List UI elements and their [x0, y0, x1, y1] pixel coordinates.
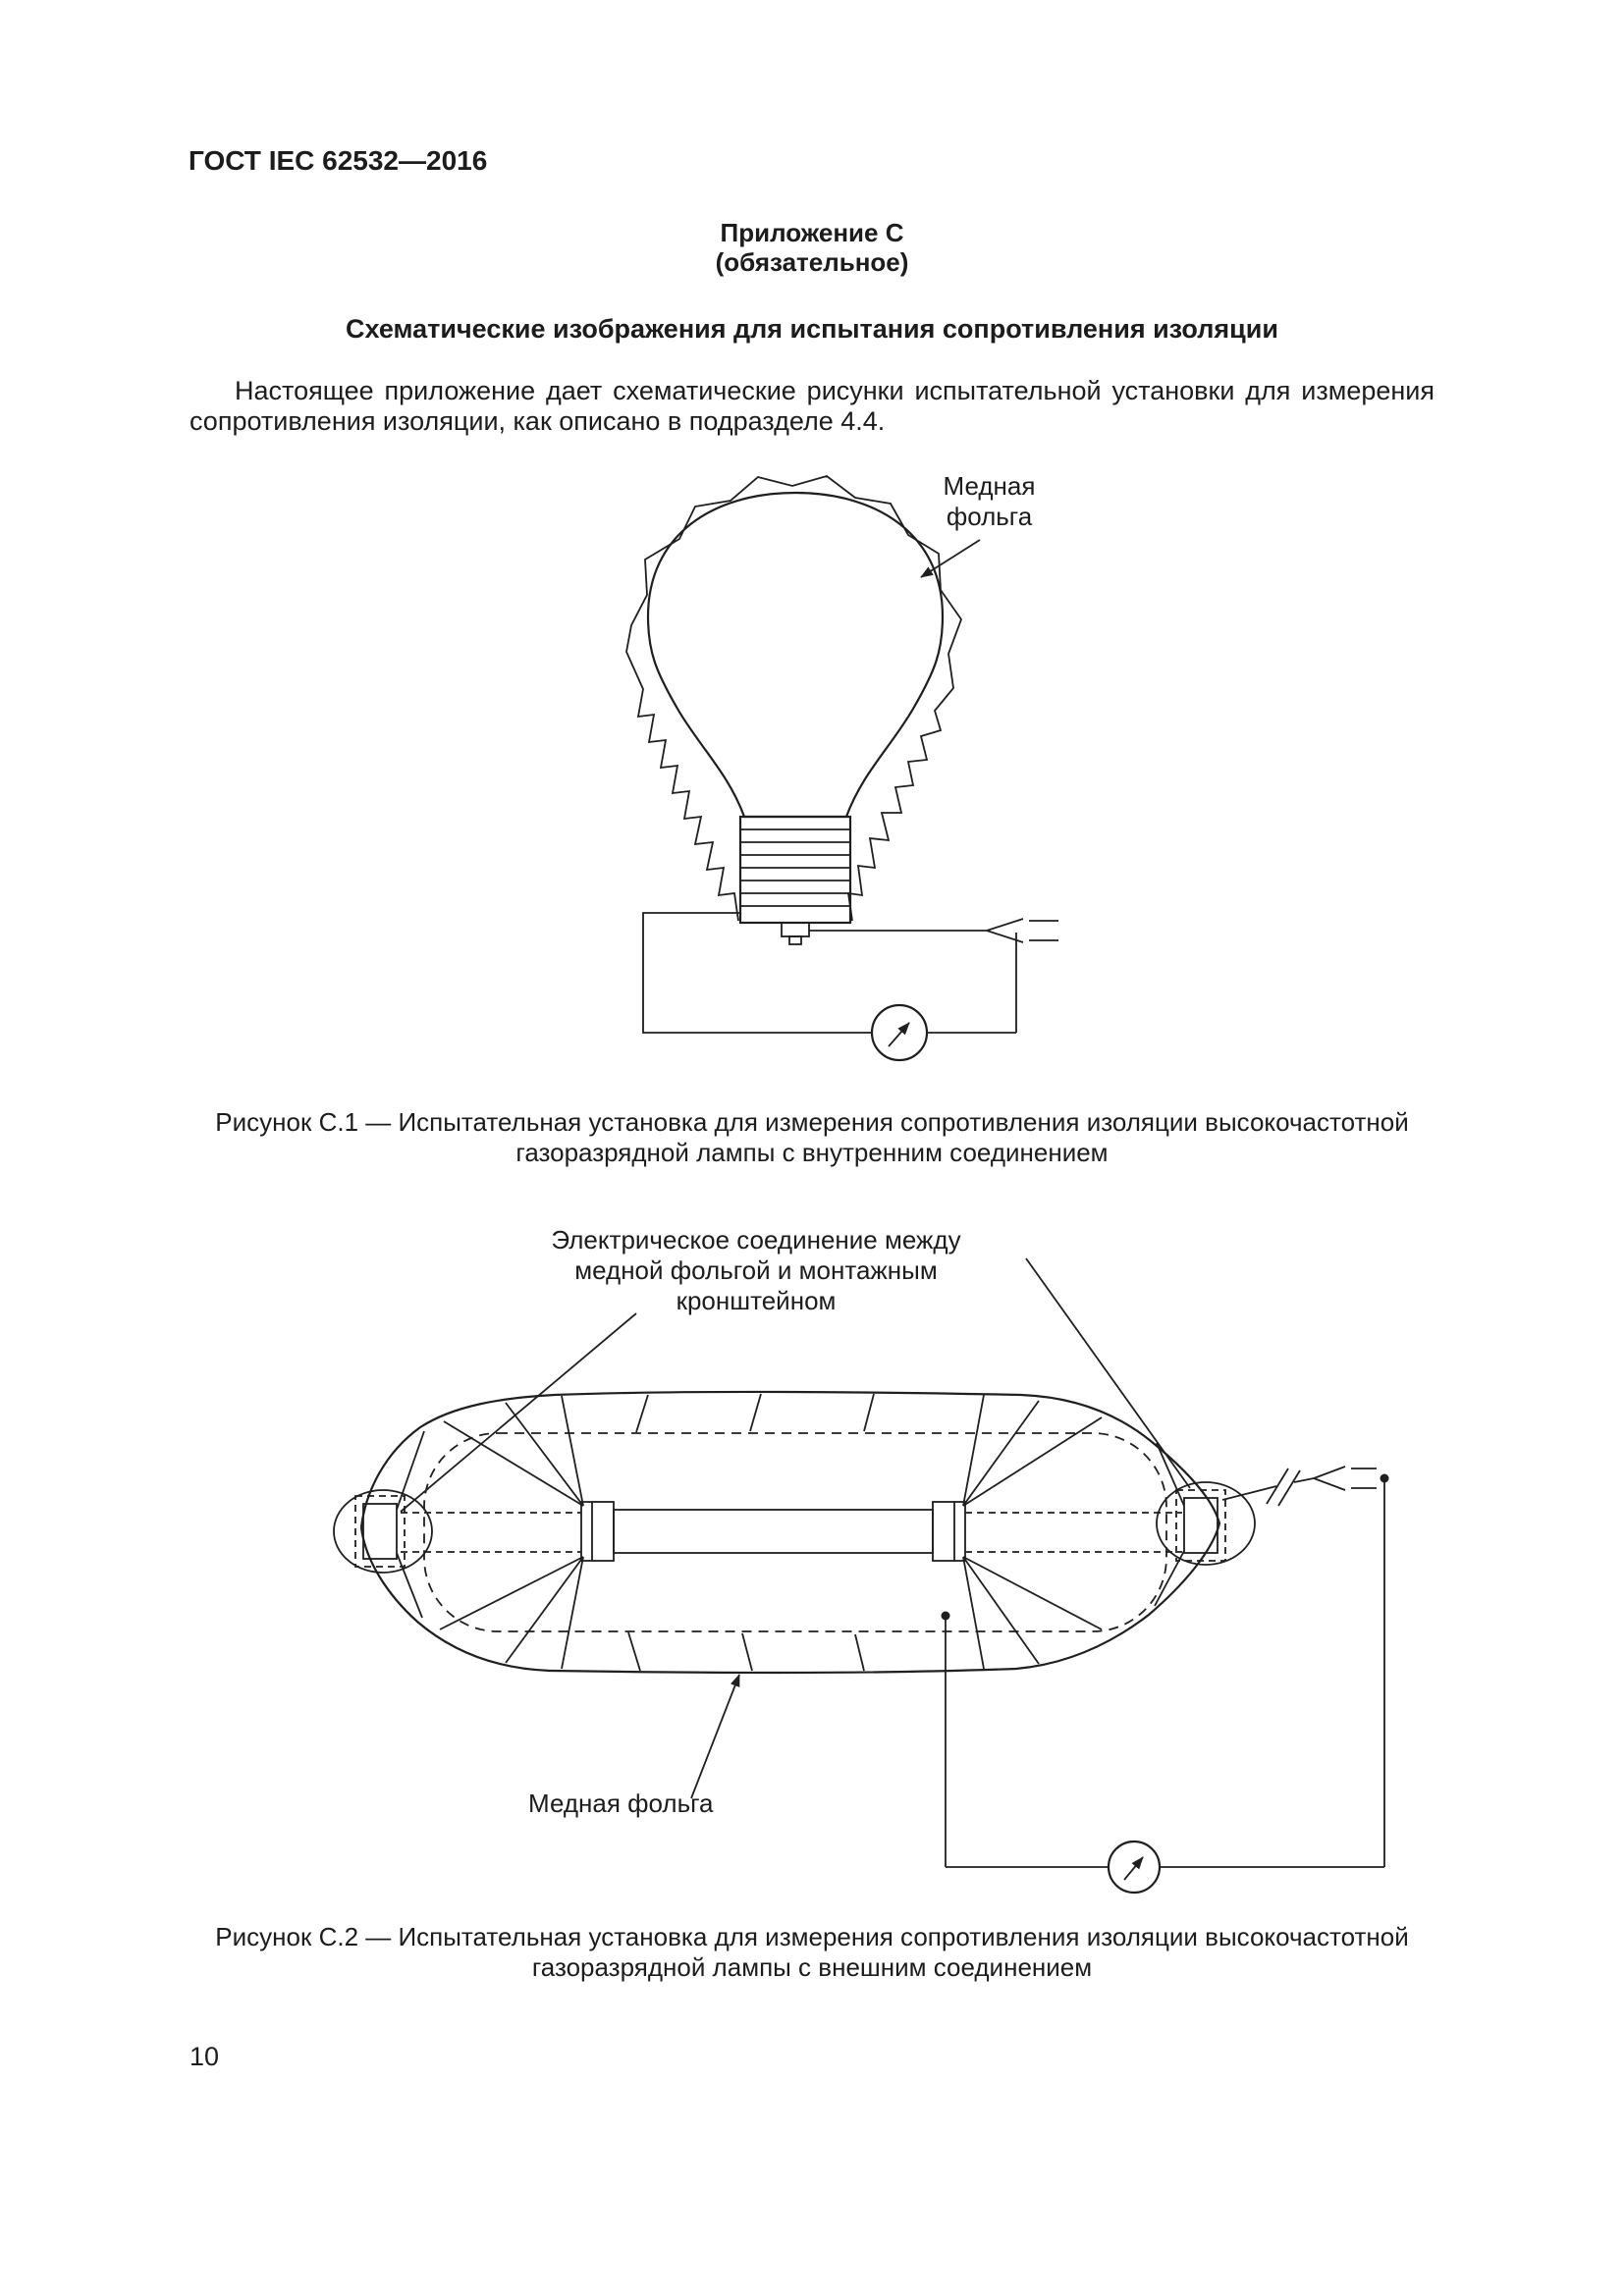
figure2-caption-line2: газоразрядной лампы с внешним соединение…	[531, 1952, 1093, 1982]
figure2-caption: Рисунок С.2 — Испытательная установка дл…	[0, 1922, 1624, 1983]
lamp-base	[738, 815, 852, 945]
leader-line-right	[1025, 1257, 1191, 1489]
standard-designation: ГОСТ IEC 62532—2016	[189, 145, 488, 176]
ohmmeter-icon	[870, 1003, 929, 1062]
lamp-outline	[359, 1390, 1221, 1675]
appendix-heading: Приложение С (обязательное)	[0, 218, 1624, 277]
figure2-caption-line1: Рисунок С.2 — Испытательная установка дл…	[215, 1922, 1409, 1951]
end-cap-right	[1156, 1481, 1256, 1566]
figure1-diagram	[625, 475, 1058, 1062]
foil-fold-lines	[396, 1393, 1185, 1672]
mounting-bracket-right	[932, 1501, 966, 1562]
ohmmeter-icon	[1107, 1840, 1162, 1895]
wire-left	[642, 912, 872, 1034]
figure1-foil-label: Медная фольга	[943, 471, 1036, 531]
break-mark	[1266, 1468, 1289, 1505]
leader-line-left	[400, 1312, 637, 1513]
figure2-diagram	[333, 1257, 1389, 1895]
appendix-name: Приложение С	[720, 218, 904, 247]
page-number: 10	[189, 2042, 220, 2071]
figure1-caption-line1: Рисунок С.1 — Испытательная установка дл…	[215, 1107, 1409, 1137]
foil-inner-dashed	[423, 1432, 1167, 1632]
lamp-tube	[401, 1509, 1182, 1554]
figure2-foil-label: Медная фольга	[528, 1789, 714, 1818]
end-cap-left	[333, 1489, 433, 1574]
foil-label-arrow	[690, 1674, 740, 1799]
test-clip-icon	[1313, 1466, 1377, 1491]
junction-dot	[1380, 1473, 1389, 1483]
probe-dot	[941, 1611, 950, 1621]
lamp-bulb	[646, 491, 945, 819]
appendix-type: (обязательное)	[715, 247, 909, 277]
test-clip-icon	[986, 918, 1058, 943]
figure2-connection-label: Электрическое соединение между медной фо…	[551, 1225, 961, 1315]
foil-label-arrow	[920, 539, 981, 578]
figure1-caption: Рисунок С.1 — Испытательная установка дл…	[0, 1107, 1624, 1168]
mounting-bracket-left	[580, 1501, 615, 1562]
intro-paragraph: Настоящее приложение дает схематические …	[189, 376, 1435, 436]
break-mark	[1277, 1469, 1301, 1507]
wire-right-cap	[1221, 1466, 1389, 1507]
copper-foil-outline	[625, 475, 963, 922]
figure1-caption-line2: газоразрядной лампы с внутренним соедине…	[515, 1138, 1109, 1167]
appendix-title: Схематические изображения для испытания …	[346, 314, 1278, 344]
